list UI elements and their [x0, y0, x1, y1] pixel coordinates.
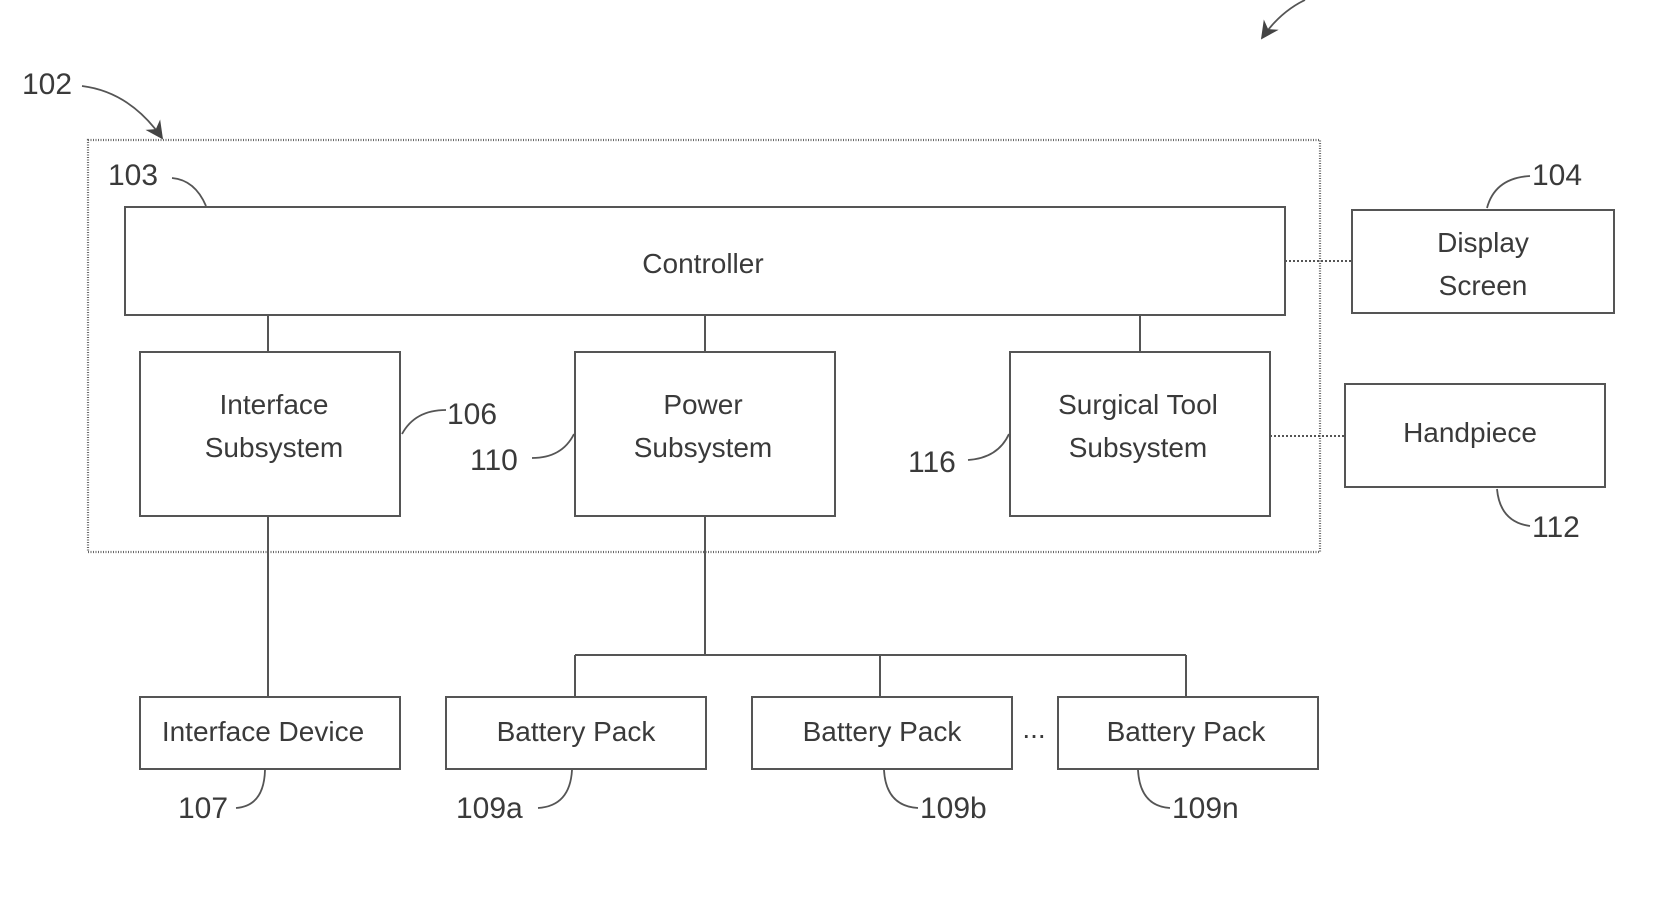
ref-116: 116: [908, 446, 956, 479]
interface-device-label: Interface Device: [162, 716, 364, 747]
controller-label: Controller: [642, 248, 763, 279]
battery-pack-n-label: Battery Pack: [1107, 716, 1267, 747]
figure-arrow: [1262, 0, 1305, 38]
ref-107: 107: [178, 792, 228, 825]
ref-110: 110: [470, 444, 518, 477]
battery-pack-a-label: Battery Pack: [497, 716, 657, 747]
ref-102: 102: [22, 68, 72, 101]
ref-103: 103: [108, 159, 158, 192]
ref-116-leader: [968, 434, 1009, 460]
ref-106: 106: [447, 398, 497, 431]
ref-112: 112: [1532, 511, 1580, 544]
power-subsystem-label-line1: Power: [663, 389, 742, 420]
ref-110-leader: [532, 434, 574, 458]
surgical-tool-subsystem-label-line1: Surgical Tool: [1058, 389, 1218, 420]
power-subsystem-label-line2: Subsystem: [634, 432, 773, 463]
ref-102-arrow: [82, 86, 162, 138]
interface-subsystem-label-line1: Interface: [220, 389, 329, 420]
ref-104-leader: [1487, 176, 1530, 208]
handpiece-label: Handpiece: [1403, 417, 1537, 448]
ref-109n-leader: [1138, 770, 1170, 808]
ref-109a-leader: [538, 770, 572, 808]
surgical-tool-subsystem-label-line2: Subsystem: [1069, 432, 1208, 463]
ref-112-leader: [1497, 489, 1530, 526]
ref-109n: 109n: [1172, 792, 1239, 825]
ref-109b: 109b: [920, 792, 987, 825]
display-screen-label-line2: Screen: [1439, 270, 1528, 301]
display-screen-label-line1: Display: [1437, 227, 1529, 258]
interface-subsystem-label-line2: Subsystem: [205, 432, 344, 463]
ref-106-leader: [402, 410, 446, 434]
ref-104: 104: [1532, 159, 1582, 192]
ref-109b-leader: [884, 770, 918, 808]
ref-107-leader: [236, 770, 265, 808]
battery-pack-b-label: Battery Pack: [803, 716, 963, 747]
battery-ellipsis: ...: [1022, 713, 1045, 744]
ref-103-leader: [172, 178, 206, 206]
ref-109a: 109a: [456, 792, 523, 825]
